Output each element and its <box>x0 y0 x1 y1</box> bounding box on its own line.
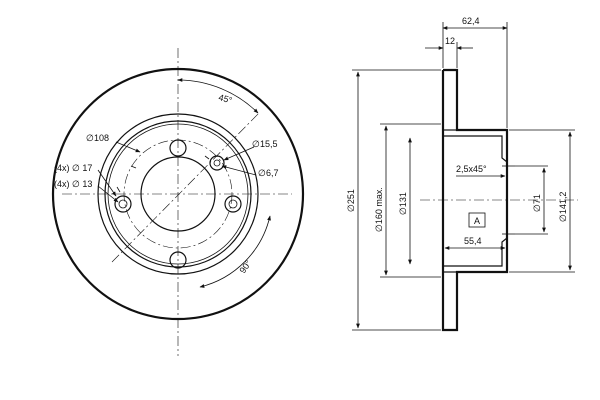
disc-profile <box>441 68 509 332</box>
pcd-label: 108 <box>94 133 109 143</box>
pcd-tick-3 <box>116 186 121 193</box>
braking-surface-inner-edge <box>97 113 259 275</box>
angle-arc-top <box>177 78 259 114</box>
pcd-tick-2 <box>204 155 210 160</box>
leader-pin-inner <box>221 165 257 176</box>
angle-top-label: 45° <box>217 92 233 105</box>
pin-hole-inner <box>213 159 221 167</box>
pin-outer-diameter-symbol: ∅ <box>252 139 260 149</box>
hat-inner-wall-bottom <box>443 237 508 267</box>
bolt-hole-right <box>224 195 242 213</box>
disc-outer-edge <box>51 67 305 321</box>
datum-label: A <box>474 216 480 226</box>
bolt-hole-left-inner <box>118 199 128 209</box>
hat-depth-label: 55,4 <box>464 236 482 246</box>
pcd-diameter-symbol: ∅ <box>86 133 94 143</box>
chamfer-label: 2,5x45° <box>456 164 487 174</box>
disc-thickness-label: 12 <box>445 36 455 46</box>
hole-small-label: (4x) ∅ 13 <box>54 179 92 189</box>
hole-large-label: (4x) ∅ 17 <box>54 163 92 173</box>
bolt-hole-right-inner <box>228 199 238 209</box>
side-view: 62,4 12 ∅251 ∅160 max. ∅131 2,5x45° ∅71 … <box>346 16 578 332</box>
bolt-hole-top <box>169 139 187 157</box>
hat-outer-label: ∅141,2 <box>558 192 568 222</box>
leader-pcd <box>115 141 141 153</box>
total-height-label: 62,4 <box>462 16 480 26</box>
pin-hole-inner-label: 6,7 <box>266 168 279 178</box>
leader-hole-small <box>97 185 119 203</box>
angle-arc-bottom <box>199 215 271 288</box>
front-view: 45° 90° ∅ 108 (4x) ∅ 17 (4x) ∅ 13 ∅ 15,5… <box>51 48 305 356</box>
pcd-tick-1 <box>130 165 137 169</box>
max-diameter-label: ∅160 max. <box>374 187 384 232</box>
center-bore <box>140 156 216 232</box>
datum-box <box>468 212 486 228</box>
hat-diameter-label: ∅131 <box>398 192 408 215</box>
leader-pin-outer <box>223 146 255 161</box>
bolt-hole-left <box>114 195 132 213</box>
leader-hole-large <box>97 169 117 197</box>
pin-inner-diameter-symbol: ∅ <box>258 168 266 178</box>
front-diagonal-centerline <box>111 111 261 263</box>
pin-hole-outer <box>209 155 225 171</box>
hat-inner-wall-top <box>443 135 508 163</box>
center-bore-label: ∅71 <box>532 194 542 212</box>
bolt-hole-bottom <box>169 251 187 269</box>
hat-outer-edge <box>104 120 252 268</box>
outer-diameter-label: ∅251 <box>346 189 356 212</box>
pin-hole-outer-label: 15,5 <box>260 139 278 149</box>
angle-bottom-label: 90° <box>237 258 253 275</box>
